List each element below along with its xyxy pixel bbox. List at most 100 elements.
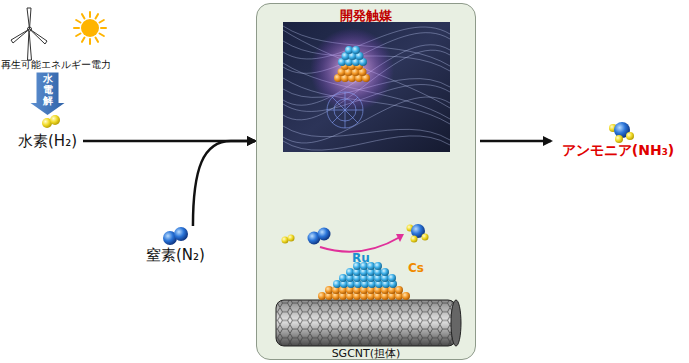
ru-atom — [375, 280, 383, 288]
ru-atom — [367, 268, 375, 276]
sun-ray — [82, 14, 85, 18]
node-text: 再生可能エネルギー電力 — [0, 59, 112, 70]
ru-atom — [359, 58, 367, 66]
cs-atom — [348, 62, 356, 70]
ru-atom — [354, 280, 362, 288]
hydrogen-node: 水素(H₂) — [16, 114, 79, 150]
cs-atom — [325, 292, 333, 300]
cs-atom — [346, 286, 354, 294]
ru-atom — [368, 280, 376, 288]
cs-atom — [332, 286, 340, 294]
ru-atom — [342, 52, 350, 60]
fiber-strand — [283, 136, 450, 150]
sun-ray — [89, 12, 91, 17]
cs-atom — [339, 292, 347, 300]
cs-label: Cs — [408, 261, 424, 275]
node-text: 水素(H₂) — [18, 132, 77, 150]
fiber-strand — [283, 63, 450, 119]
fiber-strand — [283, 126, 450, 140]
ru-atom — [381, 274, 389, 282]
ammonia-node: アンモニア(NH₃) — [552, 116, 684, 159]
ru-atom — [338, 58, 346, 66]
ru-atom — [361, 280, 369, 288]
sun-ray — [89, 39, 91, 44]
ru-atom — [389, 280, 397, 288]
sun-icon — [74, 12, 106, 44]
ru-atom — [345, 58, 353, 66]
fiber-strand — [283, 85, 450, 112]
carbon-nanotube — [276, 300, 461, 346]
ru-atom — [374, 274, 382, 282]
catalyst-image — [283, 22, 450, 152]
sun-ray — [76, 20, 80, 23]
cs-atom — [381, 292, 389, 300]
fiber-strand — [283, 50, 450, 120]
cs-atom — [395, 286, 403, 294]
ru-atom — [360, 274, 368, 282]
reaction-arrowhead — [396, 234, 404, 242]
fiber-strand — [283, 45, 450, 105]
nitrogen-molecule — [163, 227, 188, 245]
ru-atom — [352, 58, 360, 66]
fiber-strand — [283, 33, 450, 74]
sun-ray — [100, 34, 104, 37]
ru-atom — [367, 274, 375, 282]
wind-turbine — [11, 8, 47, 60]
cs-atom — [355, 74, 363, 82]
fiber-strand — [283, 30, 450, 108]
ru-atom — [352, 46, 360, 54]
cs-atom — [355, 62, 363, 70]
cs-atom — [352, 68, 360, 76]
fiber-strand — [283, 26, 450, 66]
cs-atom — [360, 286, 368, 294]
hydrogen-molecule — [42, 115, 60, 128]
edge-label: 水電解 — [43, 73, 53, 106]
fiber-strand — [283, 79, 450, 98]
ru-atom — [347, 280, 355, 288]
h2-small — [282, 235, 295, 244]
ru-atom — [340, 280, 348, 288]
cs-atom — [395, 292, 403, 300]
ru-atom — [346, 268, 354, 276]
cs-atom — [402, 292, 410, 300]
ru-atom — [346, 274, 354, 282]
fiber-strand — [283, 41, 450, 71]
ru-atom — [333, 280, 341, 288]
sun-ray — [100, 20, 104, 23]
sun-ray — [82, 38, 85, 42]
merge-arrow — [193, 141, 255, 226]
fullerene-cage — [327, 92, 363, 128]
cs-atom — [367, 292, 375, 300]
fiber-strand — [283, 97, 450, 143]
cs-atom — [360, 292, 368, 300]
flow-arrow — [480, 140, 551, 143]
ru-label: Ru — [352, 251, 370, 265]
cs-atom — [338, 68, 346, 76]
ru-atom — [345, 46, 353, 54]
sun-ray — [96, 38, 99, 42]
cs-atom — [374, 286, 382, 294]
cs-atom — [325, 286, 333, 294]
cs-atom — [367, 286, 375, 294]
cs-atom — [334, 74, 342, 82]
cs-atom — [346, 292, 354, 300]
cs-atom — [388, 292, 396, 300]
fiber-strand — [283, 27, 450, 59]
cs-atom — [348, 74, 356, 82]
ru-atom — [353, 274, 361, 282]
ru-atom — [374, 268, 382, 276]
energy-source: 再生可能エネルギー電力 — [0, 59, 112, 70]
n2-small — [308, 228, 331, 245]
catalyst-panel: 開発触媒 — [256, 3, 476, 360]
support-label: SGCNT(担体) — [332, 346, 401, 361]
cs-atom — [318, 292, 326, 300]
node-text: 開発触媒 — [257, 8, 475, 24]
sun-ray — [74, 27, 79, 29]
cs-atom — [353, 286, 361, 294]
node-text: アンモニア(NH₃) — [552, 142, 684, 159]
ru-atom — [353, 268, 361, 276]
cs-atom — [339, 286, 347, 294]
node-text: 窒素(N₂) — [146, 246, 205, 264]
cs-atom — [341, 74, 349, 82]
